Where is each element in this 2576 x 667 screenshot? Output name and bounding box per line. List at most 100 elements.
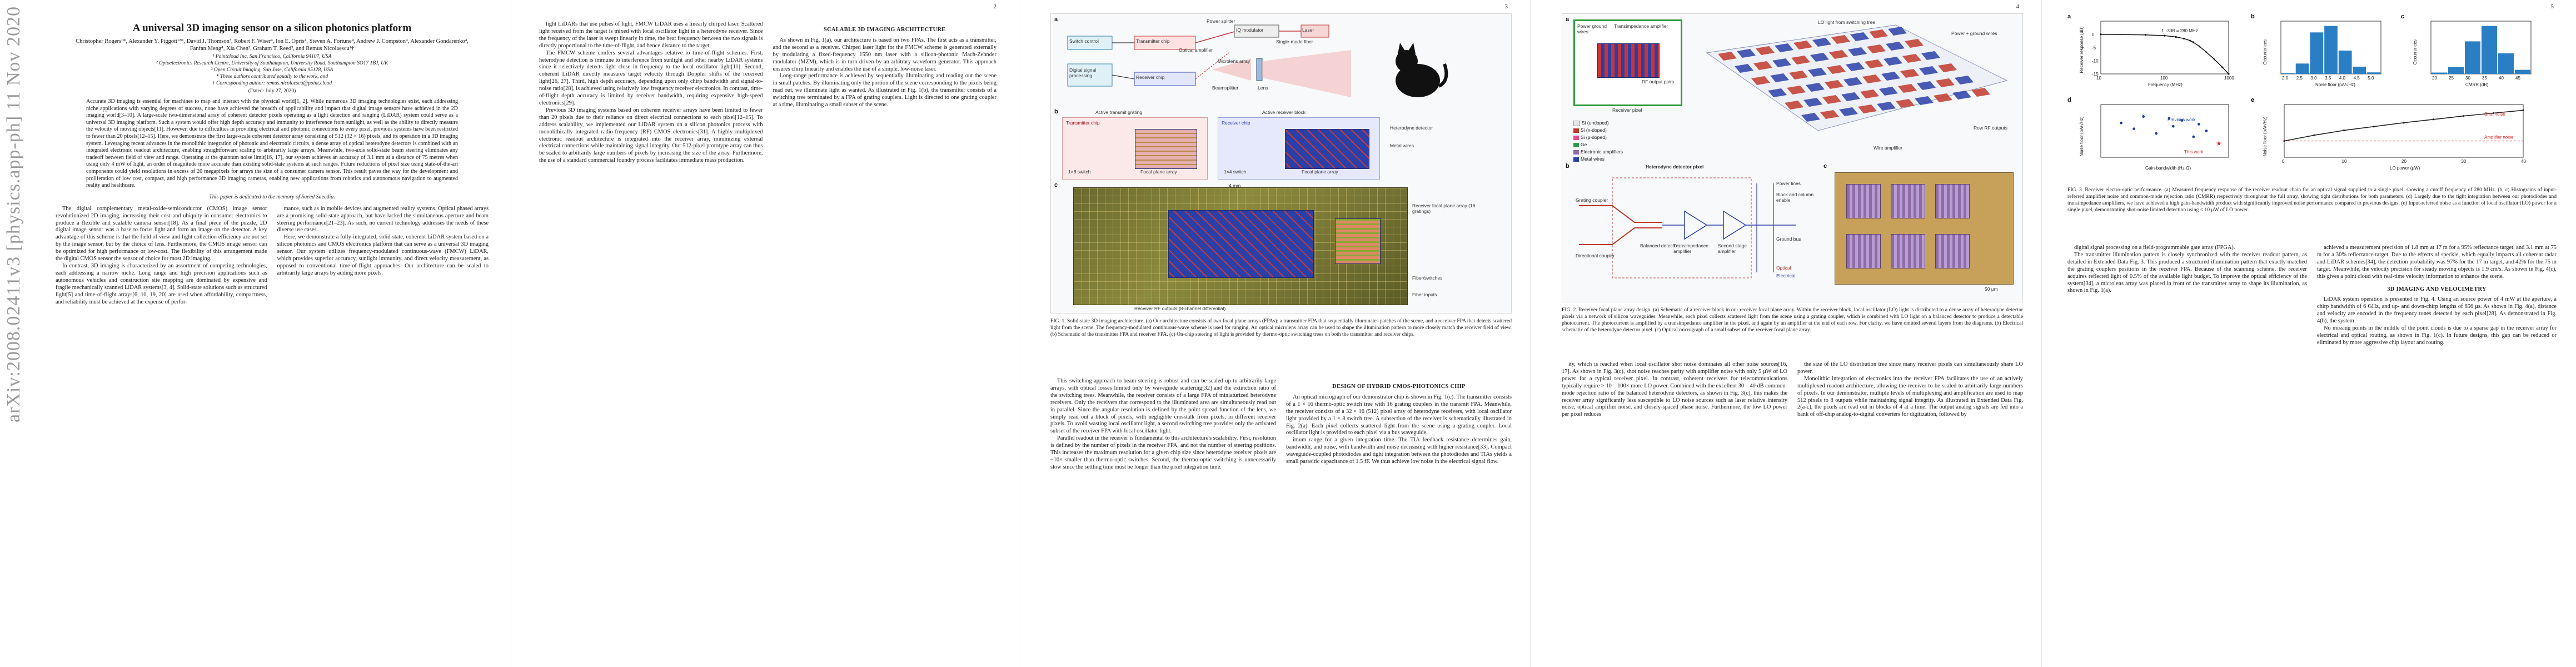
array-pixel-tile (1850, 32, 1869, 41)
array-pixel-tile (1756, 46, 1775, 55)
data-point (2373, 126, 2375, 128)
label-rx-chip: Receiver chip (1222, 120, 1250, 126)
micro-pixel (1846, 234, 1881, 268)
column-right: SCALABLE 3D IMAGING ARCHITECTURE As show… (773, 21, 997, 165)
x-tick-label: 5.0 (2368, 76, 2374, 81)
array-pixel-tile (1789, 71, 1808, 79)
micro-pixel (1935, 184, 1970, 218)
previous-work-point (2142, 115, 2145, 118)
page-number: 5 (2550, 3, 2554, 10)
data-point (2522, 109, 2524, 111)
histogram-bar (2353, 66, 2366, 74)
paragraph: light LiDARs that use pulses of light, F… (539, 21, 763, 49)
label-modulator: IQ modulator (1236, 27, 1264, 33)
fig2a-array-diagram (1706, 24, 2008, 131)
array-pixel-tile (1801, 113, 1820, 122)
data-point (2403, 122, 2405, 124)
legend-label: Metal wires (1581, 156, 1605, 162)
previous-work-point (2205, 130, 2208, 132)
histogram-bar (2431, 72, 2447, 74)
plot-frame (2100, 21, 2229, 74)
paper-authors: Christopher Rogers¹*, Alexander Y. Piggo… (76, 38, 469, 52)
legend-item: Si (undoped) (1573, 120, 1696, 127)
data-point (2221, 66, 2224, 68)
x-axis-label: Frequency (MHz) (2148, 82, 2183, 87)
array-pixel-tile (1915, 96, 1934, 105)
array-pixel-tile (1718, 52, 1737, 61)
x-tick-label: 30 (2462, 159, 2467, 164)
label-directional: Directional coupler (1576, 253, 1615, 258)
label-balanced: Balanced detector (1640, 243, 1678, 248)
label-lo-light: LO light from switching tree (1818, 19, 1875, 25)
column-2: DESIGN OF HYBRID CMOS-PHOTONICS CHIP An … (1286, 378, 1512, 471)
data-point (2205, 51, 2208, 53)
array-pixel-tile (1831, 35, 1850, 44)
array-pixel-tile (1865, 59, 1884, 68)
histogram-bar (2310, 32, 2324, 74)
column-left: light LiDARs that use pulses of light, F… (539, 21, 763, 165)
plot-frame (2430, 21, 2532, 74)
previous-work-point (2155, 132, 2158, 135)
histogram-bar (2367, 72, 2380, 74)
array-pixel-tile (1934, 93, 1952, 102)
legend-label: Si (n-doped) (1581, 127, 1607, 133)
this-work-star: ★ (2216, 140, 2222, 147)
x-axis-label: CMRR (dB) (2465, 82, 2489, 87)
body-columns: The digital complementary metal-oxide-se… (56, 206, 489, 306)
histogram-bar (2498, 53, 2514, 74)
array-pixel-tile (1810, 53, 1829, 62)
label-dsp: Digital signal processing (1069, 67, 1097, 78)
label-metal-wires: Metal wires (1390, 143, 1414, 148)
legend-label: Si (undoped) (1582, 120, 1609, 126)
array-pixel-tile (1881, 72, 1900, 81)
x-tick-label: 1000 (2224, 76, 2234, 81)
body-columns: ity, which is reached when local oscilla… (1562, 361, 2023, 419)
x-tick-label: 0 (2282, 159, 2285, 164)
label-receiver-chip: Receiver chip (1136, 74, 1165, 80)
array-pixel-tile (1902, 54, 1921, 63)
data-point (2144, 34, 2146, 36)
x-tick-label: 20 (2432, 76, 2437, 81)
label-switch-control: Switch control (1069, 38, 1099, 44)
label-fiber-inputs: Fiber inputs (1412, 292, 1437, 297)
x-tick-label: 10 (2096, 76, 2101, 81)
section-heading: SCALABLE 3D IMAGING ARCHITECTURE (824, 27, 946, 33)
label-microlens: Microlens array (1218, 58, 1250, 64)
data-point (2164, 34, 2166, 37)
paragraph: The FMCW scheme confers several advantag… (539, 49, 763, 106)
y-tick-label: -10 (2092, 58, 2099, 63)
body-columns: digital signal processing on a field-pro… (2067, 245, 2557, 347)
label-second-stage: Second stage amplifier (1718, 243, 1747, 254)
y-axis-label: Occurrences (2263, 39, 2268, 64)
paragraph: mance, such as in mobile devices and aug… (277, 205, 489, 233)
panel-label: c (1054, 182, 1058, 188)
paragraph: the size of the LO distribution tree sin… (1797, 361, 2023, 375)
legend-label: Electronic amplifiers (1581, 149, 1623, 155)
legend-item: Electronic amplifiers (1573, 148, 1696, 156)
array-pixel-tile (1971, 88, 1990, 97)
pixel-micrograph (1835, 172, 2014, 285)
x-tick-label: 2.0 (2282, 76, 2289, 81)
chip-micrograph (1073, 187, 1408, 305)
series-line (2100, 34, 2229, 74)
array-pixel-tile (1898, 84, 1917, 93)
array-pixel-tile (1862, 74, 1881, 83)
panel-label: b (2251, 13, 2255, 20)
section-heading: 3D IMAGING AND VELOCIMETRY (2387, 286, 2487, 292)
x-tick-label: 3.0 (2310, 76, 2317, 81)
histogram-bar (2465, 41, 2480, 74)
array-pixel-tile (1829, 50, 1848, 59)
page-number: 3 (1504, 3, 1508, 10)
previous-work-point (2132, 127, 2136, 131)
tx-focal-plane (1135, 129, 1197, 169)
label-fiber: Single-mode fiber (1276, 39, 1313, 44)
paragraph: ity, which is reached when local oscilla… (1562, 361, 1787, 418)
micro-pixel (1935, 234, 1970, 268)
legend-this-work: This work (2184, 150, 2204, 155)
array-pixel-tile (1787, 86, 1806, 94)
paragraph: Previous 3D imaging systems based on coh… (539, 107, 763, 164)
micrograph-rx-array (1168, 210, 1314, 278)
histogram-bar (2295, 63, 2309, 74)
